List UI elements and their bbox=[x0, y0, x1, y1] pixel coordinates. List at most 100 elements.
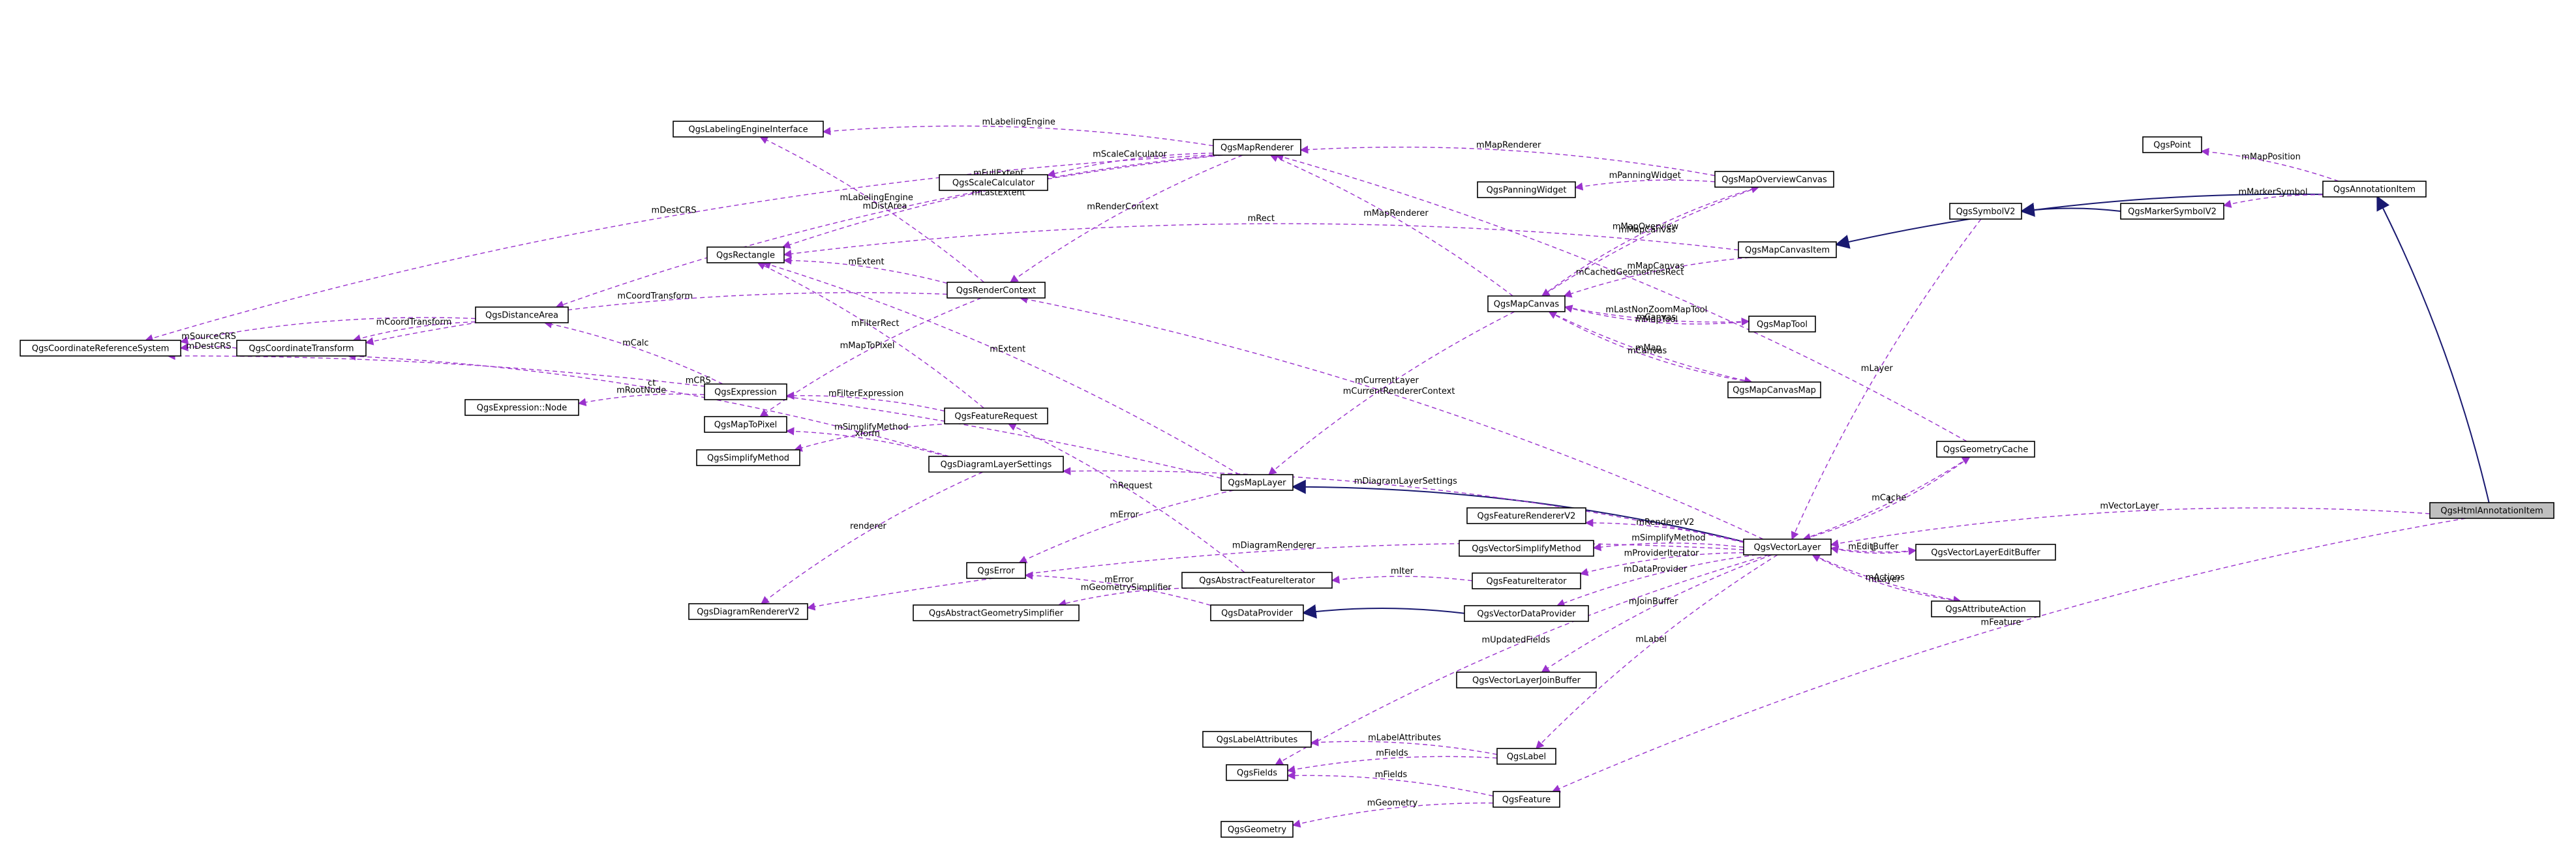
class-node-qgs-coordinate-reference-system[interactable]: QgsCoordinateReferenceSystem bbox=[20, 340, 181, 357]
class-node-label: QgsMapCanvasMap bbox=[1733, 386, 1816, 396]
class-node-box bbox=[706, 246, 785, 263]
class-node-box bbox=[1931, 600, 2040, 617]
class-node-label: QgsMapCanvasItem bbox=[1745, 246, 1830, 256]
class-node-qgs-error[interactable]: QgsError bbox=[966, 562, 1026, 579]
class-node-qgs-feature-renderer-v2[interactable]: QgsFeatureRendererV2 bbox=[1466, 507, 1586, 524]
class-node-qgs-map-renderer[interactable]: QgsMapRenderer bbox=[1213, 139, 1301, 156]
class-node-qgs-vector-simplify-method[interactable]: QgsVectorSimplifyMethod bbox=[1459, 540, 1594, 557]
class-node-qgs-coordinate-transform[interactable]: QgsCoordinateTransform bbox=[236, 340, 367, 357]
class-node-box bbox=[1210, 604, 1304, 621]
class-node-qgs-scale-calculator[interactable]: QgsScaleCalculator bbox=[939, 174, 1048, 191]
class-node-qgs-attribute-action[interactable]: QgsAttributeAction bbox=[1931, 600, 2040, 617]
class-node-box bbox=[704, 383, 787, 400]
class-node-label: QgsDataProvider bbox=[1221, 609, 1293, 619]
edge-label: mFilterExpression bbox=[828, 389, 903, 398]
usage-edge-qgs-vector-layer-to-qgs-feature-renderer-v2 bbox=[1584, 518, 1744, 542]
class-node-box bbox=[2120, 203, 2224, 220]
usage-edge-qgs-map-layer-to-qgs-coordinate-reference-system bbox=[167, 351, 1222, 479]
class-node-box bbox=[966, 562, 1026, 579]
edge-label: ct bbox=[648, 378, 656, 388]
class-node-label: QgsGeometryCache bbox=[1943, 445, 2029, 455]
class-node-qgs-abstract-geometry-simplifier[interactable]: QgsAbstractGeometrySimplifier bbox=[913, 604, 1080, 621]
class-node-qgs-label[interactable]: QgsLabel bbox=[1496, 748, 1556, 765]
class-node-label: QgsVectorLayerJoinBuffer bbox=[1472, 676, 1581, 686]
class-node-qgs-geometry[interactable]: QgsGeometry bbox=[1220, 821, 1294, 838]
class-node-qgs-vector-data-provider[interactable]: QgsVectorDataProvider bbox=[1464, 605, 1589, 622]
usage-edge-qgs-map-layer-to-qgs-rectangle bbox=[762, 261, 1240, 475]
edge-label: mDiagramRenderer bbox=[1232, 541, 1316, 551]
class-node-label: QgsFeatureIterator bbox=[1486, 577, 1567, 587]
edge-label: mError bbox=[1110, 510, 1139, 520]
usage-edge-qgs-map-renderer-to-qgs-distance-area bbox=[555, 155, 1223, 309]
usage-edge-qgs-render-context-to-qgs-map-to-pixel bbox=[759, 297, 982, 417]
usage-edge-qgs-map-renderer-to-qgs-render-context bbox=[1009, 155, 1243, 283]
class-node-box bbox=[1727, 381, 1821, 398]
class-node-qgs-panning-widget[interactable]: QgsPanningWidget bbox=[1477, 181, 1576, 198]
class-node-qgs-map-canvas[interactable]: QgsMapCanvas bbox=[1487, 295, 1566, 312]
edge-label: mLabelingEngine bbox=[840, 193, 913, 203]
class-node-qgs-diagram-layer-settings[interactable]: QgsDiagramLayerSettings bbox=[928, 456, 1064, 473]
class-node-qgs-map-overview-canvas[interactable]: QgsMapOverviewCanvas bbox=[1714, 171, 1834, 188]
edge-label: mDistArea bbox=[862, 201, 907, 211]
class-node-qgs-point[interactable]: QgsPoint bbox=[2142, 136, 2202, 153]
usage-edge-qgs-abstract-feature-iterator-to-qgs-abstract-geometry-simplifier bbox=[1057, 587, 1195, 608]
class-node-qgs-geometry-cache[interactable]: QgsGeometryCache bbox=[1936, 441, 2035, 458]
class-node-qgs-map-tool[interactable]: QgsMapTool bbox=[1748, 316, 1816, 333]
edge-label: L bbox=[1888, 495, 1893, 505]
usage-edge-qgs-label-to-qgs-label-attributes bbox=[1310, 738, 1498, 755]
class-node-qgs-labeling-engine-interface[interactable]: QgsLabelingEngineInterface bbox=[673, 121, 824, 138]
class-node-qgs-map-canvas-item[interactable]: QgsMapCanvasItem bbox=[1738, 241, 1837, 258]
class-node-label: QgsAbstractFeatureIterator bbox=[1199, 576, 1315, 586]
usage-edge-qgs-map-overview-canvas-to-qgs-panning-widget bbox=[1574, 179, 1716, 191]
class-node-qgs-diagram-renderer-v2[interactable]: QgsDiagramRendererV2 bbox=[688, 603, 808, 620]
usage-edge-qgs-symbol-v2-to-qgs-vector-layer bbox=[1791, 218, 1982, 540]
edge-label: mMapCanvas bbox=[1618, 226, 1676, 235]
class-node-qgs-map-layer[interactable]: QgsMapLayer bbox=[1220, 474, 1294, 491]
usage-edge-qgs-coordinate-transform-to-qgs-coordinate-reference-system bbox=[179, 343, 237, 351]
class-node-box bbox=[1493, 791, 1560, 808]
class-node-qgs-distance-area[interactable]: QgsDistanceArea bbox=[475, 306, 569, 323]
class-node-qgs-render-context[interactable]: QgsRenderContext bbox=[947, 282, 1046, 299]
edge-label: mMapOverview bbox=[1613, 222, 1679, 232]
usage-edge-qgs-html-annotation-item-to-qgs-feature bbox=[1551, 518, 2466, 793]
usage-edge-qgs-map-renderer-to-qgs-labeling-engine-interface bbox=[822, 125, 1214, 147]
usage-edge-qgs-vector-layer-to-qgs-render-context bbox=[1019, 295, 1764, 540]
class-node-box bbox=[1487, 295, 1566, 312]
class-node-qgs-symbol-v2[interactable]: QgsSymbolV2 bbox=[1949, 203, 2022, 220]
edge-label: mGeometrySimplifier bbox=[1081, 583, 1172, 593]
class-node-box bbox=[1714, 171, 1834, 188]
class-node-qgs-rectangle[interactable]: QgsRectangle bbox=[706, 246, 785, 263]
class-node-qgs-map-canvas-map[interactable]: QgsMapCanvasMap bbox=[1727, 381, 1821, 398]
class-node-qgs-marker-symbol-v2[interactable]: QgsMarkerSymbolV2 bbox=[2120, 203, 2224, 220]
class-node-label: QgsMapOverviewCanvas bbox=[1721, 175, 1827, 185]
class-node-qgs-feature[interactable]: QgsFeature bbox=[1493, 791, 1560, 808]
class-node-box bbox=[1459, 540, 1594, 557]
usage-edge-qgs-html-annotation-item-to-qgs-vector-layer bbox=[1830, 507, 2431, 548]
class-node-qgs-expression-node[interactable]: QgsExpression::Node bbox=[464, 399, 579, 416]
class-node-label: QgsDistanceArea bbox=[485, 311, 558, 321]
usage-edge-qgs-map-canvas-to-qgs-map-layer bbox=[1268, 311, 1515, 475]
class-node-qgs-vector-layer-edit-buffer[interactable]: QgsVectorLayerEditBuffer bbox=[1915, 544, 2056, 561]
class-node-box bbox=[944, 407, 1048, 424]
class-node-qgs-feature-iterator[interactable]: QgsFeatureIterator bbox=[1472, 572, 1581, 589]
class-node-qgs-label-attributes[interactable]: QgsLabelAttributes bbox=[1202, 731, 1312, 748]
class-node-qgs-simplify-method[interactable]: QgsSimplifyMethod bbox=[696, 449, 800, 466]
edge-label: mIter bbox=[1391, 567, 1414, 576]
class-node-qgs-annotation-item[interactable]: QgsAnnotationItem bbox=[2322, 181, 2427, 198]
class-node-qgs-vector-layer-join-buffer[interactable]: QgsVectorLayerJoinBuffer bbox=[1456, 672, 1597, 688]
class-node-qgs-html-annotation-item[interactable]: QgsHtmlAnnotationItem bbox=[2429, 502, 2554, 519]
class-node-qgs-data-provider[interactable]: QgsDataProvider bbox=[1210, 604, 1304, 621]
class-node-qgs-fields[interactable]: QgsFields bbox=[1226, 764, 1288, 781]
class-node-qgs-expression[interactable]: QgsExpression bbox=[704, 383, 787, 400]
class-node-qgs-map-to-pixel[interactable]: QgsMapToPixel bbox=[704, 416, 787, 433]
usage-edge-qgs-annotation-item-to-qgs-point bbox=[2200, 147, 2339, 182]
class-node-label: QgsExpression bbox=[714, 388, 777, 398]
class-node-qgs-abstract-feature-iterator[interactable]: QgsAbstractFeatureIterator bbox=[1181, 572, 1333, 589]
class-node-box bbox=[2429, 502, 2554, 519]
class-node-label: QgsVectorLayer bbox=[1754, 543, 1822, 553]
class-node-qgs-feature-request[interactable]: QgsFeatureRequest bbox=[944, 407, 1048, 424]
class-node-qgs-vector-layer[interactable]: QgsVectorLayer bbox=[1743, 539, 1832, 555]
edge-label: mMapToPixel bbox=[840, 341, 895, 351]
class-node-box bbox=[1226, 764, 1288, 781]
